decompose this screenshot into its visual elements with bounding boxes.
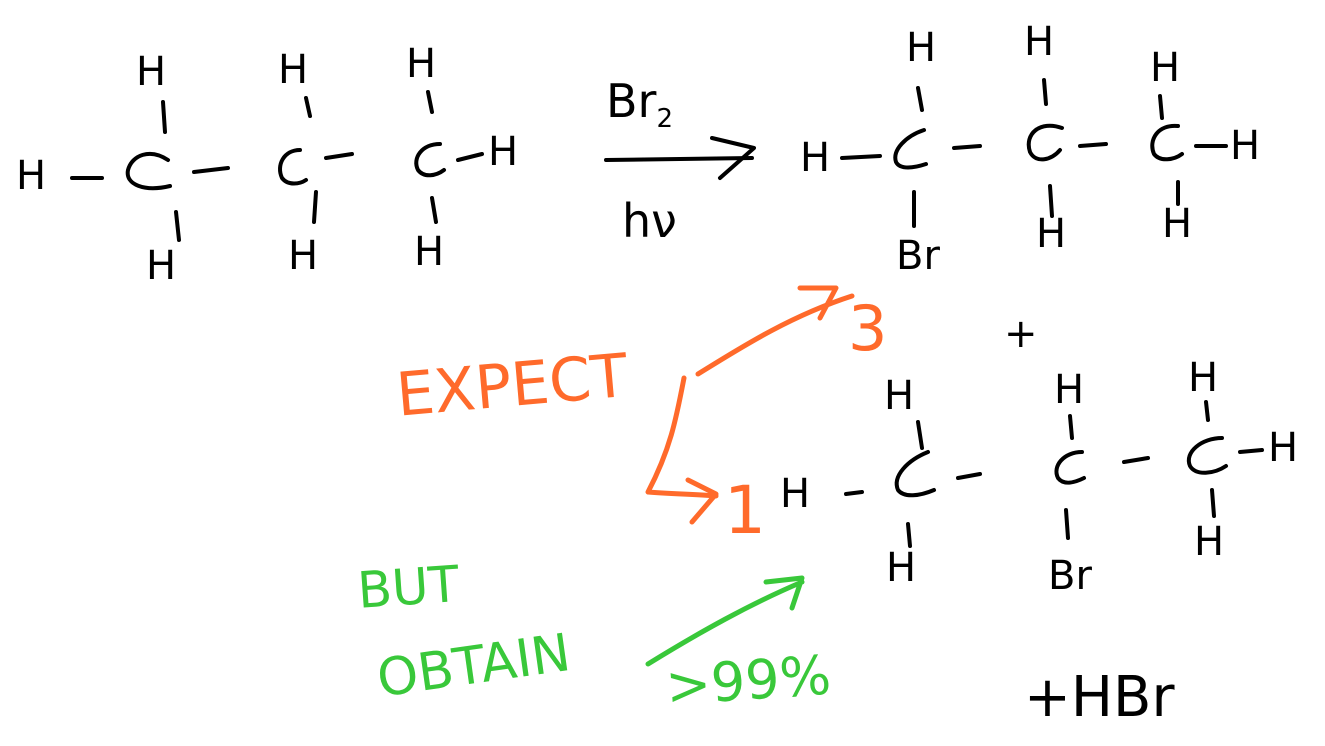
carbon-1 [125,151,172,191]
bond [426,90,434,114]
bond [1068,414,1074,440]
hbr-byproduct: +HBr [1024,665,1175,730]
product1-bonds [840,78,1228,228]
product1-top-h-3: H [1150,45,1181,91]
product2-bonds [844,400,1264,548]
arrowhead [685,477,719,525]
reagent-formula: Br [606,74,657,128]
bond [192,166,230,174]
product1-top-h-2: H [1024,19,1055,65]
expect-ratio-1: 1 [724,472,766,549]
reactant-top-h-2: H [278,47,309,93]
reagent-label: Br2 [606,78,673,132]
bond [1204,400,1210,422]
bond [844,490,864,496]
product2-top-h-1: H [884,373,915,419]
bond [1042,78,1048,106]
product1-bottom-h-2: H [1036,211,1067,257]
product1-left-h: H [800,135,831,181]
reaction-arrow [604,136,756,180]
bond [324,152,354,160]
bond [456,152,484,162]
product1-right-h: H [1230,123,1261,169]
bond [840,154,882,160]
bond [174,210,181,242]
carbon-1 [894,450,936,498]
carbon-3 [1150,123,1184,162]
reactant-left-h: H [16,153,47,199]
obtain-value: >99% [663,643,833,718]
arrowhead [797,285,839,321]
light-condition: hν [622,194,677,248]
bond [1210,488,1216,518]
product1-top-h-1: H [906,25,937,71]
reactant-right-h: H [488,129,519,175]
bond [1064,508,1070,540]
product1-bromine: Br [896,233,940,279]
carbon-3 [1186,436,1228,475]
arrow-to-1 [645,375,719,499]
bond [430,196,438,224]
product2-bromine: Br [1048,553,1092,599]
reactant-bottom-h-1: H [146,243,177,289]
arrow-to-3 [695,293,855,377]
expect-ratio-3: 3 [848,292,888,365]
plus-sign: + [1004,311,1038,357]
obtain-arrow [645,575,805,667]
bond [952,144,982,150]
carbon-3 [414,142,446,178]
carbon-2 [1026,123,1064,162]
bond [956,472,982,480]
bond [906,522,912,548]
bond [1158,94,1164,120]
bond [304,96,312,118]
product2-bottom-h-3: H [1194,519,1225,565]
product2-bottom-h-1: H [886,545,917,591]
reactant-top-h-3: H [406,41,437,87]
bond [1048,184,1054,218]
carbon-2 [1054,450,1086,485]
expect-arrows [645,285,855,525]
bond [916,86,924,112]
bond [1078,142,1108,148]
bond [312,190,318,224]
product2-left-h: H [780,471,811,517]
product2-top-h-2: H [1054,367,1085,413]
bond [1238,448,1264,454]
bond [1122,456,1150,464]
reactant-bottom-h-3: H [414,229,445,275]
product2-top-h-3: H [1188,355,1219,401]
carbon-2 [278,148,308,186]
reactant-top-h-1: H [136,49,167,95]
reactant-bonds [70,90,484,242]
reactant-bottom-h-2: H [288,233,319,279]
reagent-subscript: 2 [656,104,674,135]
carbon-1 [893,128,928,170]
but-label: BUT [355,554,461,620]
product2-right-h: H [1268,425,1299,471]
product1-bottom-h-3: H [1162,201,1193,247]
bond [916,420,924,450]
bond [161,100,167,134]
